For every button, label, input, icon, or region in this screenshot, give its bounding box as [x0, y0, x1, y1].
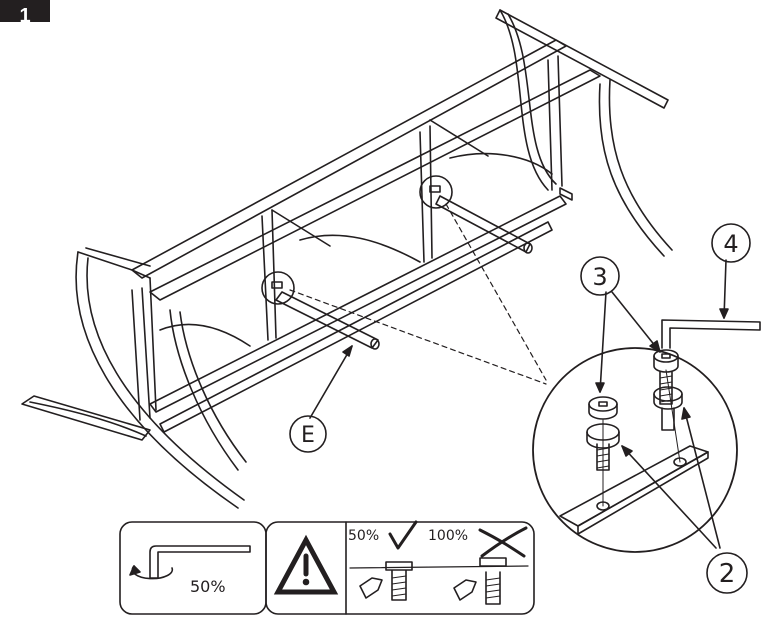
magnified-detail — [532, 319, 761, 553]
tighten-panel — [119, 521, 267, 615]
washer-2-side — [653, 393, 683, 410]
left-post-c — [149, 277, 157, 411]
bolt-1-socket — [598, 401, 608, 407]
leader-e — [309, 345, 353, 419]
left-inner-arc-2 — [179, 311, 247, 463]
leader-3a-arrow — [595, 382, 605, 393]
left-foot-bar-2 — [29, 401, 147, 437]
mid-cross-1 — [271, 209, 331, 247]
right-foot-pad — [559, 187, 573, 201]
leader-3a — [599, 291, 607, 393]
mid-arc-2 — [449, 152, 553, 175]
left-inner-arc — [169, 309, 239, 471]
table-frame — [21, 9, 673, 509]
hand-icon-1 — [359, 577, 383, 599]
bolt-detail-circle-1 — [261, 271, 295, 305]
bolt-2-socket — [661, 353, 671, 359]
mid-post-1b — [271, 209, 277, 339]
bolt-full-threads — [485, 577, 501, 599]
bolt-axis-2 — [665, 369, 681, 463]
leader-2b-arrow — [681, 407, 691, 420]
callout-circle-3 — [580, 256, 620, 296]
warning-panel — [265, 521, 535, 615]
hand-icon-2 — [453, 579, 477, 601]
left-foot-bar — [21, 395, 151, 441]
bottom-long-rail-2 — [159, 221, 553, 433]
bolt-mark-1 — [271, 281, 283, 289]
bolt-1-head — [588, 396, 618, 412]
cross-icon — [478, 526, 528, 558]
mid-arc-1 — [299, 234, 421, 263]
left-leg-outer — [75, 251, 239, 509]
bolt-mark-2 — [429, 185, 441, 193]
bolt-2-head-side — [653, 355, 679, 373]
callout-circle-4 — [711, 223, 751, 263]
callout-label-4: 4 — [723, 230, 738, 258]
right-leg-2-inner — [608, 79, 673, 251]
leader-3b — [611, 291, 661, 353]
rotation-arrow-head — [129, 565, 141, 576]
bottom-long-rail-1 — [149, 195, 567, 413]
step-number-badge: 1 — [0, 0, 50, 22]
crossbar-e-2-end — [523, 242, 533, 254]
leader-2a — [621, 445, 717, 549]
bolt-1-head-side — [588, 403, 618, 420]
callout-label-e: E — [301, 423, 315, 448]
left-post-b — [141, 287, 151, 419]
left-end-top-rail-2 — [85, 247, 151, 267]
hex-key-small-icon — [149, 545, 251, 579]
right-foot-bar — [495, 9, 669, 109]
right-post-b — [557, 55, 563, 187]
leader-3b-arrow — [649, 340, 661, 353]
hex-key — [661, 319, 761, 349]
crossbar-e-1 — [275, 291, 379, 349]
tighten-percent-label: 50% — [190, 577, 226, 596]
leader-2b — [683, 407, 721, 549]
callout-label-3: 3 — [592, 263, 607, 291]
washer-1-side — [586, 431, 620, 449]
bolt-detail-circle-2 — [419, 175, 453, 209]
right-leg-inner — [507, 13, 557, 185]
leader-2a-arrow — [621, 445, 633, 457]
leader-e-arrow — [342, 345, 353, 357]
left-post-a — [131, 289, 141, 421]
magnify-dashes — [289, 203, 547, 385]
step-number: 1 — [19, 5, 31, 22]
top-long-rail-2 — [149, 69, 601, 301]
check-icon — [388, 520, 418, 550]
crossbar-e-2 — [435, 195, 531, 253]
mid-cross-2 — [429, 119, 489, 157]
bolt-2-thread-lines — [659, 375, 673, 403]
right-leg-2-outer — [598, 83, 665, 257]
mid-post-2a — [419, 131, 425, 263]
bolt-2-thread-lower — [661, 407, 675, 431]
mounting-plate-edge — [577, 451, 709, 535]
bolt-1-thread-lines — [596, 447, 610, 469]
right-post-a — [547, 59, 553, 191]
right-leg-outer — [499, 9, 549, 191]
warning-dot — [302, 578, 310, 586]
bolt-half-threads — [391, 575, 407, 597]
callout-circle-2 — [706, 552, 748, 594]
ok-percent-label: 50% — [348, 528, 379, 544]
callout-label-2: 2 — [719, 559, 736, 589]
bad-percent-label: 100% — [428, 528, 468, 544]
instruction-panels — [119, 520, 535, 615]
bolt-half-icon — [385, 561, 413, 601]
leader-4-arrow — [719, 308, 729, 319]
bolt-1-thread — [596, 443, 610, 471]
warning-triangle-icon — [273, 534, 339, 595]
bolt-full-icon — [479, 557, 507, 605]
callout-circle-e — [289, 415, 327, 453]
detail-circle — [532, 347, 738, 553]
left-leg-inner — [86, 257, 245, 501]
mid-arc-3 — [159, 323, 251, 347]
plate-hole-2 — [673, 457, 687, 467]
crossbar-e-1-end — [370, 338, 380, 350]
top-long-rail-1 — [131, 39, 567, 279]
